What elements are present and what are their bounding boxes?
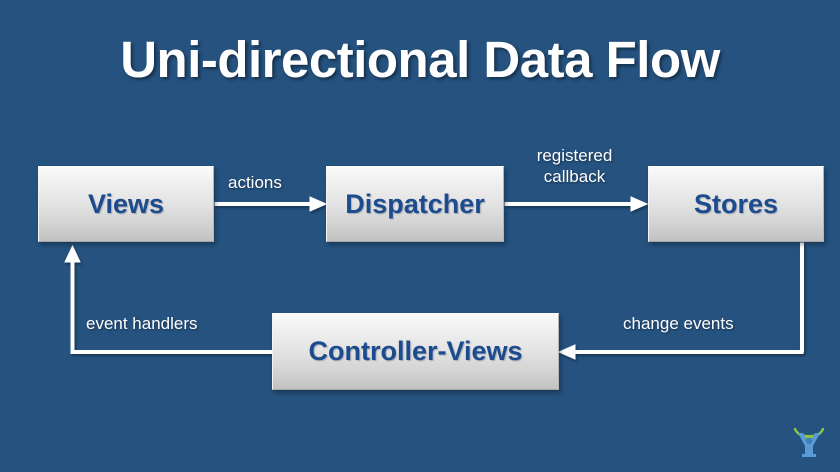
node-views-label: Views	[87, 188, 165, 219]
node-controller-views-label: Controller-Views	[308, 336, 523, 366]
edge-label-registered-callback: registered callback	[517, 145, 632, 187]
logo-figure-icon	[798, 433, 820, 457]
edge-label-actions: actions	[228, 173, 282, 192]
edge-stores-to-controller	[557, 242, 804, 360]
node-stores[interactable]: Stores	[648, 166, 824, 242]
edge-label-registered-callback-line2: callback	[543, 167, 606, 186]
node-controller-views[interactable]: Controller-Views	[272, 313, 559, 390]
logo-arc-stroke-icon	[793, 427, 825, 439]
edge-label-change-events: change events	[623, 314, 734, 333]
node-stores-label: Stores	[693, 188, 779, 219]
node-dispatcher[interactable]: Dispatcher	[326, 166, 504, 242]
edge-label-registered-callback-line1: registered	[536, 146, 613, 165]
edge-label-event-handlers: event handlers	[86, 314, 198, 333]
edge-dispatcher-to-stores	[504, 196, 649, 212]
edge-views-to-dispatcher	[214, 196, 328, 212]
edge-controller-to-views	[64, 244, 273, 354]
node-dispatcher-label: Dispatcher	[345, 188, 485, 219]
node-views[interactable]: Views	[38, 166, 214, 242]
company-logo	[793, 427, 825, 457]
page-title: Uni-directional Data Flow	[120, 31, 720, 88]
